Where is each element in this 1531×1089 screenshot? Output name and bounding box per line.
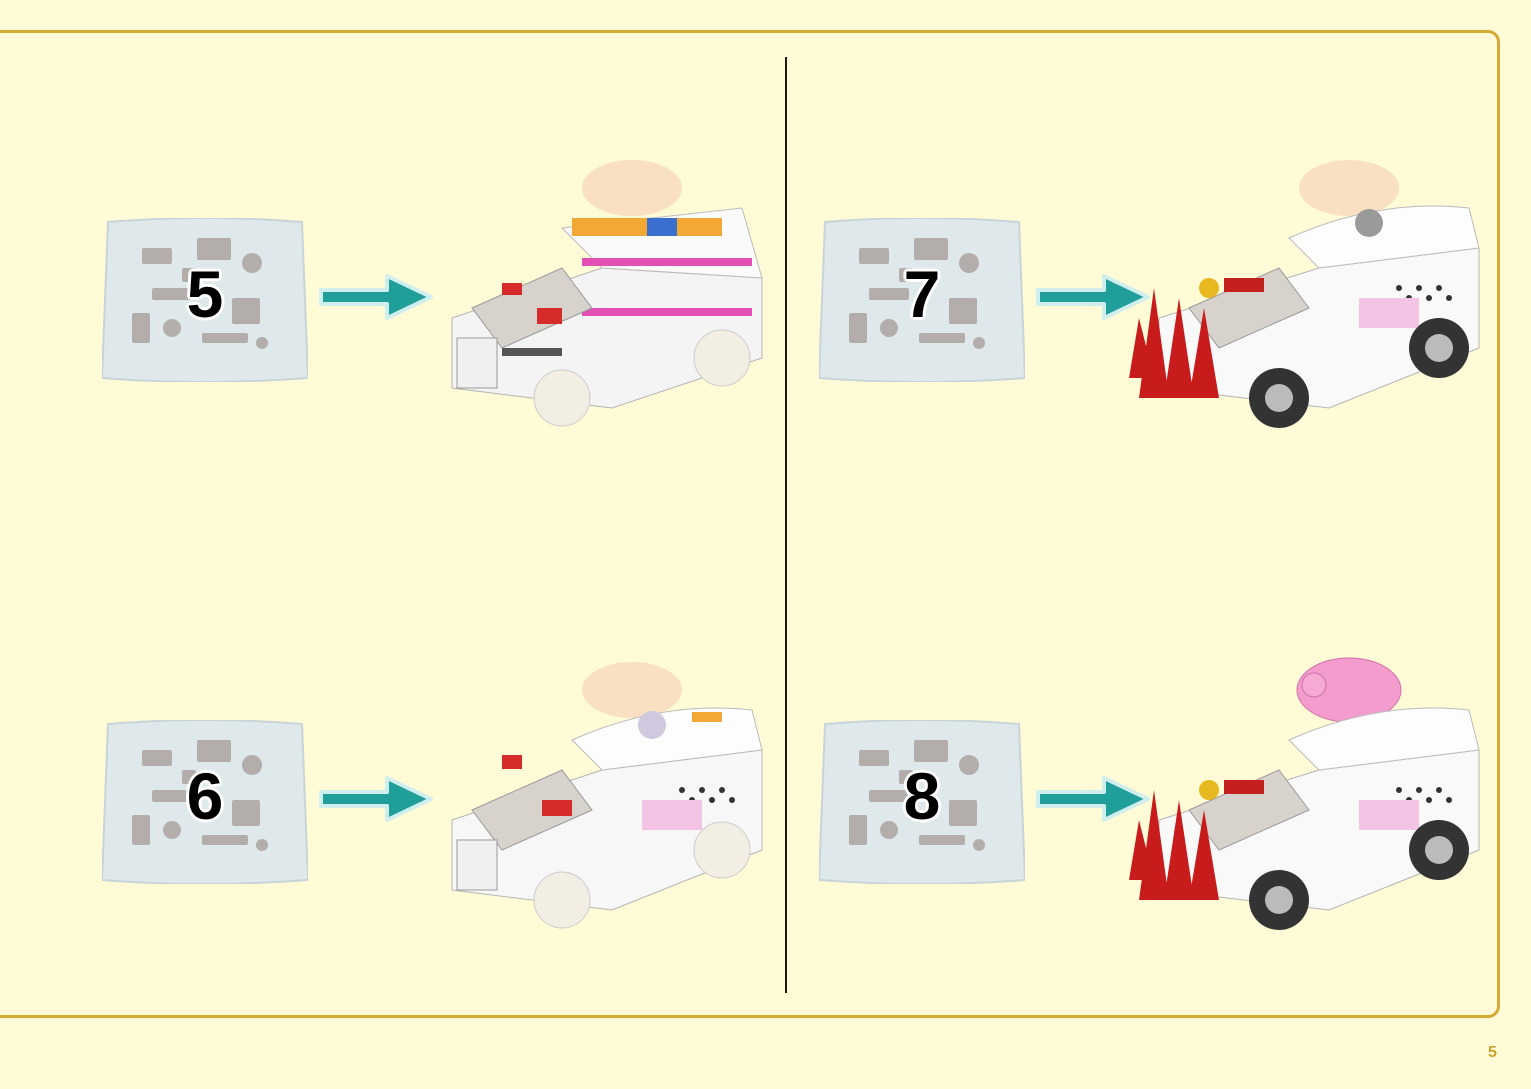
step-5: 5 — [102, 160, 802, 518]
page-frame — [0, 30, 1500, 1018]
truck-model-stage-5 — [451, 160, 763, 427]
bag-number: 6 — [186, 759, 224, 833]
bag-number: 5 — [186, 257, 224, 331]
step-7: 7 — [819, 160, 1519, 518]
bag-number: 8 — [903, 759, 941, 833]
arrow-right-icon — [1036, 776, 1150, 822]
step-8: 8 — [819, 657, 1519, 1020]
arrow-right-icon — [319, 776, 433, 822]
page-number: 5 — [1488, 1044, 1497, 1061]
column-divider — [785, 57, 787, 993]
parts-bag-icon: 7 — [819, 218, 1025, 382]
parts-bag-icon: 8 — [819, 720, 1025, 884]
truck-model-stage-7 — [1129, 160, 1480, 428]
step-6: 6 — [102, 662, 802, 1020]
bag-number: 7 — [903, 257, 941, 331]
truck-model-stage-6 — [451, 662, 763, 929]
parts-bag-icon: 5 — [102, 218, 308, 382]
parts-bag-icon: 6 — [102, 720, 308, 884]
truck-model-stage-8 — [1129, 657, 1480, 930]
arrow-right-icon — [1036, 274, 1150, 320]
arrow-right-icon — [319, 274, 433, 320]
